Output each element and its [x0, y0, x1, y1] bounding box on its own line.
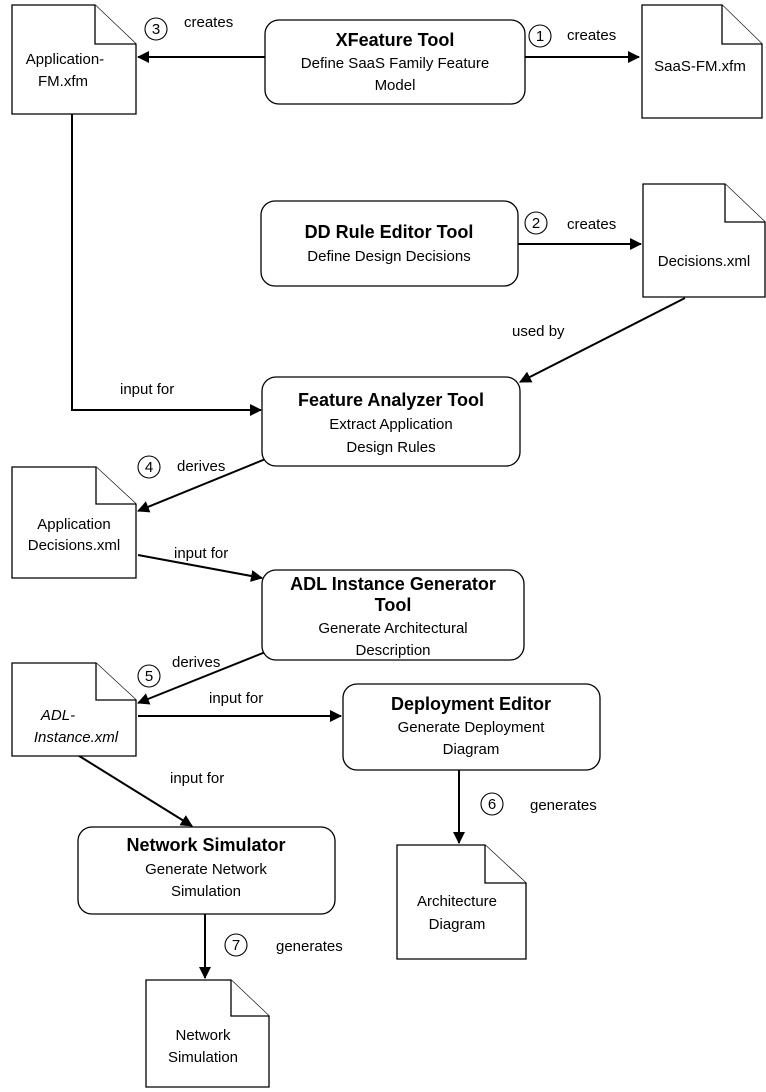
xfeature-tool-desc-line1: Define SaaS Family Feature — [301, 55, 489, 72]
step-marker-3: 3 — [144, 17, 168, 41]
edge-decisions-to-analyzer — [519, 297, 686, 383]
document-network-simulation: Network Simulation — [145, 979, 270, 1088]
document-adl-instance: ADL- Instance.xml — [11, 662, 137, 757]
document-application-fm: Application- FM.xfm — [11, 4, 137, 115]
edge-label-derives-5: derives — [172, 654, 220, 671]
document-decisions: Decisions.xml — [642, 183, 766, 298]
network-simulator-desc-line1: Generate Network — [145, 861, 267, 878]
step-marker-1: 1 — [528, 24, 552, 48]
step-marker-5: 5 — [137, 664, 161, 688]
dd-rule-editor-desc: Define Design Decisions — [307, 248, 470, 265]
document-application-decisions: Application Decisions.xml — [11, 466, 137, 579]
deployment-editor-desc-line1: Generate Deployment — [398, 719, 546, 736]
adl-instance-generator-tool-box: ADL Instance Generator Tool Generate Arc… — [261, 569, 525, 661]
doc-application-fm-line1: Application- — [26, 51, 104, 68]
adl-generator-desc-line1: Generate Architectural — [318, 620, 467, 637]
svg-text:1: 1 — [536, 28, 544, 45]
svg-text:5: 5 — [145, 668, 153, 685]
dd-rule-editor-tool-box: DD Rule Editor Tool Define Design Decisi… — [260, 200, 519, 287]
edge-label-input-for-simulator: input for — [170, 770, 224, 787]
doc-adl-instance-line2: Instance.xml — [34, 729, 119, 746]
edge-label-creates-2: creates — [567, 216, 616, 233]
doc-saas-fm-line1: SaaS-FM.xfm — [654, 58, 746, 75]
doc-application-decisions-line2: Decisions.xml — [28, 537, 121, 554]
doc-network-simulation-line1: Network — [175, 1027, 231, 1044]
edge-label-creates-1: creates — [567, 27, 616, 44]
step-marker-4: 4 — [137, 455, 161, 479]
deployment-editor-desc-line2: Diagram — [443, 741, 500, 758]
doc-architecture-diagram-line2: Diagram — [429, 916, 486, 933]
svg-text:7: 7 — [232, 937, 240, 954]
edge-adl-to-simulator — [75, 753, 193, 827]
edge-label-generates-7: generates — [276, 938, 343, 955]
svg-text:4: 4 — [145, 459, 153, 476]
feature-analyzer-desc-line1: Extract Application — [329, 416, 452, 433]
network-simulator-desc-line2: Simulation — [171, 883, 241, 900]
deployment-editor-tool-box: Deployment Editor Generate Deployment Di… — [342, 683, 601, 771]
adl-generator-desc-line2: Description — [355, 642, 430, 659]
step-marker-6: 6 — [480, 792, 504, 816]
step-marker-2: 2 — [524, 211, 548, 235]
xfeature-tool-title: XFeature Tool — [336, 30, 455, 50]
doc-architecture-diagram-line1: Architecture — [417, 893, 497, 910]
feature-analyzer-tool-box: Feature Analyzer Tool Extract Applicatio… — [261, 376, 521, 467]
edge-appfm-to-analyzer — [71, 114, 262, 416]
edge-label-input-for-generator: input for — [174, 545, 228, 562]
xfeature-tool-desc-line2: Model — [375, 77, 416, 94]
adl-generator-title-line2: Tool — [375, 595, 412, 615]
doc-adl-instance-line1: ADL- — [40, 707, 75, 724]
dd-rule-editor-title: DD Rule Editor Tool — [305, 222, 474, 242]
doc-decisions-line1: Decisions.xml — [658, 253, 751, 270]
edge-label-creates-3: creates — [184, 14, 233, 31]
feature-analyzer-desc-line2: Design Rules — [346, 439, 435, 456]
svg-text:2: 2 — [532, 215, 540, 232]
xfeature-tool-box: XFeature Tool Define SaaS Family Feature… — [264, 19, 526, 105]
edge-label-used-by: used by — [512, 323, 565, 340]
step-marker-7: 7 — [224, 933, 248, 957]
doc-application-decisions-line1: Application — [37, 516, 110, 533]
edge-label-generates-6: generates — [530, 797, 597, 814]
doc-application-fm-line2: FM.xfm — [38, 73, 88, 90]
network-simulator-tool-box: Network Simulator Generate Network Simul… — [77, 826, 336, 915]
edge-appdec-to-generator — [137, 554, 263, 582]
doc-network-simulation-line2: Simulation — [168, 1049, 238, 1066]
document-architecture-diagram: Architecture Diagram — [396, 844, 527, 960]
document-saas-fm: SaaS-FM.xfm — [641, 4, 763, 119]
edge-analyzer-to-appdec — [137, 457, 269, 513]
edge-generator-to-adl — [137, 650, 269, 705]
edge-label-input-for-analyzer: input for — [120, 381, 174, 398]
edge-label-derives-4: derives — [177, 458, 225, 475]
svg-text:3: 3 — [152, 21, 160, 38]
adl-generator-title-line1: ADL Instance Generator — [290, 574, 496, 594]
feature-analyzer-title: Feature Analyzer Tool — [298, 390, 484, 410]
svg-text:6: 6 — [488, 796, 496, 813]
network-simulator-title: Network Simulator — [126, 835, 285, 855]
edge-label-input-for-deployment: input for — [209, 690, 263, 707]
deployment-editor-title: Deployment Editor — [391, 694, 551, 714]
